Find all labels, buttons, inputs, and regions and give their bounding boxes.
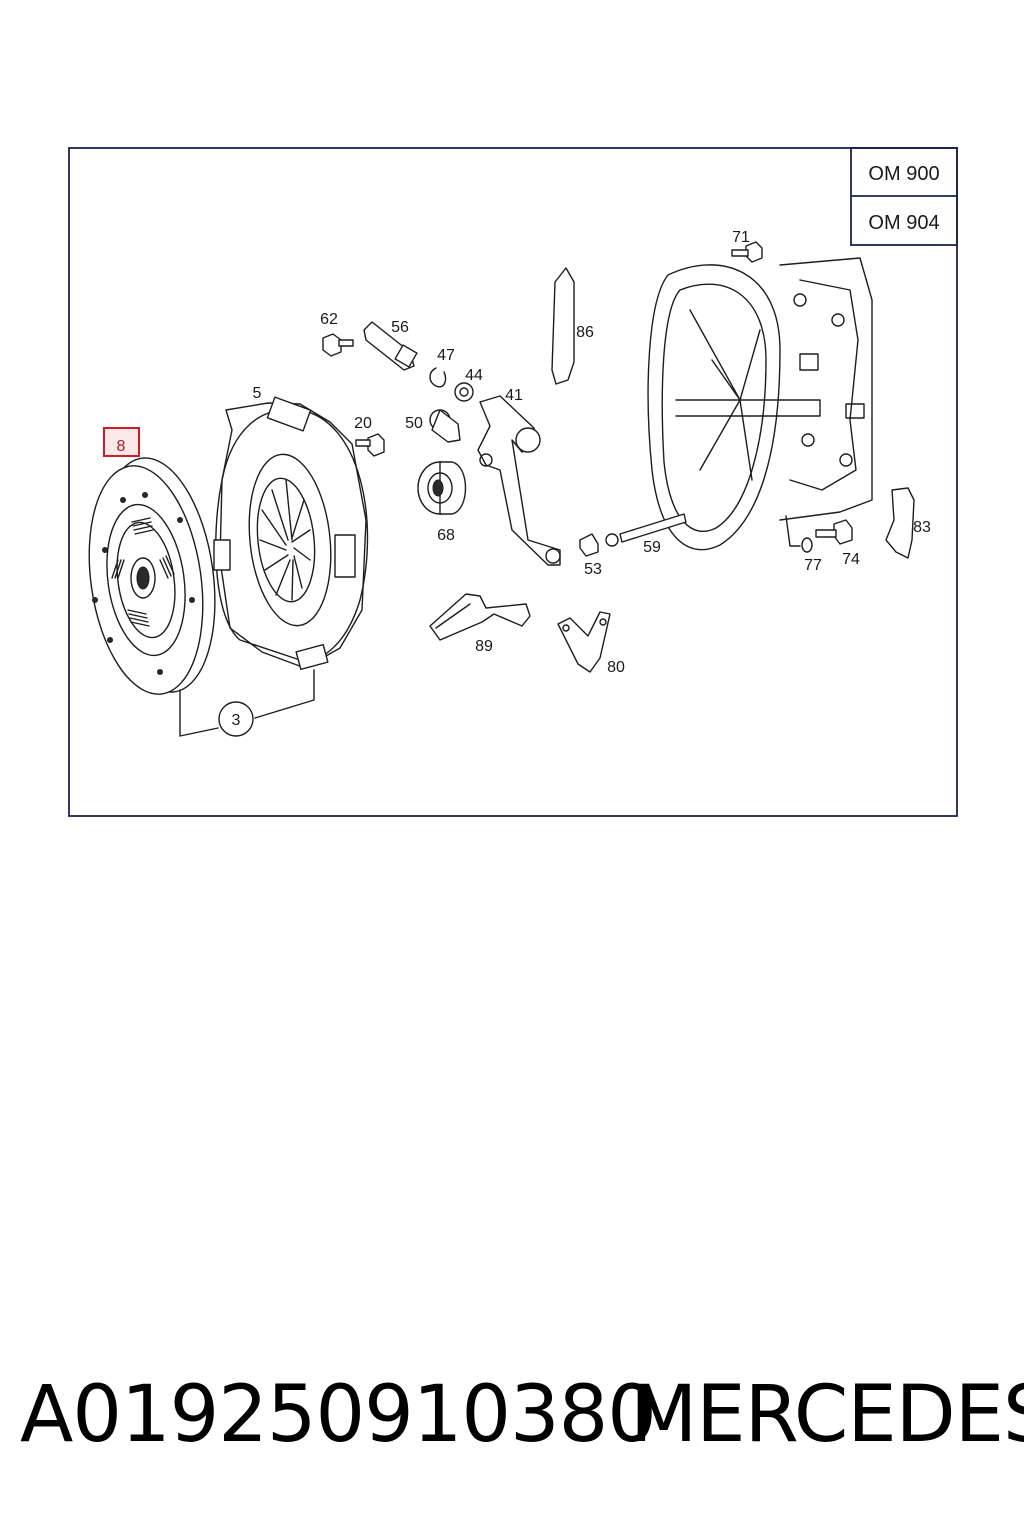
callout-50: 50 [405,415,423,432]
callout-86: 86 [576,324,594,341]
callout-53: 53 [584,561,602,578]
callout-41: 41 [505,387,523,404]
callout-77: 77 [804,557,822,574]
callout-74: 74 [842,551,860,568]
bolt-part-74[interactable] [815,519,853,545]
bracket-part-80[interactable] [557,611,611,673]
bush-part-44[interactable] [454,382,474,402]
assembly-bracket-3 [179,669,315,737]
push-rod-part-59[interactable] [605,513,687,547]
callout-5: 5 [253,385,262,402]
part-number: A019250910380 [20,1370,657,1460]
diagram-frame [68,147,958,817]
highlight-box-part-8 [103,427,140,457]
bracket-part-83[interactable] [885,487,915,559]
callout-89: 89 [475,638,493,655]
clutch-disc-part-8[interactable] [76,450,229,701]
gearbox-housing [647,257,873,551]
bush-part-53[interactable] [579,533,599,557]
pressure-plate-part-5[interactable] [213,396,369,671]
callout-71: 71 [732,229,750,246]
callout-8: 8 [117,438,126,455]
washer-part-77[interactable] [801,537,813,553]
callout-44: 44 [465,367,483,384]
bracket-part-86[interactable] [551,267,575,385]
brand-name: MERCEDES [630,1370,1024,1460]
callout-80: 80 [607,659,625,676]
bolt-part-71[interactable] [731,241,763,263]
callout-20: 20 [354,415,372,432]
variant-om904: OM 904 [868,212,939,234]
footer: A019250910380 MERCEDES [0,1370,1024,1480]
pivot-part-56[interactable] [363,321,418,371]
callout-83: 83 [913,519,931,536]
circlip-part-47[interactable] [429,367,447,388]
callout-56: 56 [391,319,409,336]
variant-om900: OM 900 [868,163,939,185]
variant-table: OM 900 OM 904 [850,147,958,246]
callout-62: 62 [320,311,338,328]
guide-sleeve-part-50[interactable] [429,409,461,443]
bolt-part-20[interactable] [355,433,385,457]
bolt-part-62[interactable] [322,333,354,357]
release-bearing-part-68[interactable] [417,461,467,515]
bracket-part-89[interactable] [429,593,531,641]
callout-47: 47 [437,347,455,364]
callout-3: 3 [232,712,241,729]
release-fork-part-41[interactable] [477,395,561,566]
callout-68: 68 [437,527,455,544]
callout-59: 59 [643,539,661,556]
